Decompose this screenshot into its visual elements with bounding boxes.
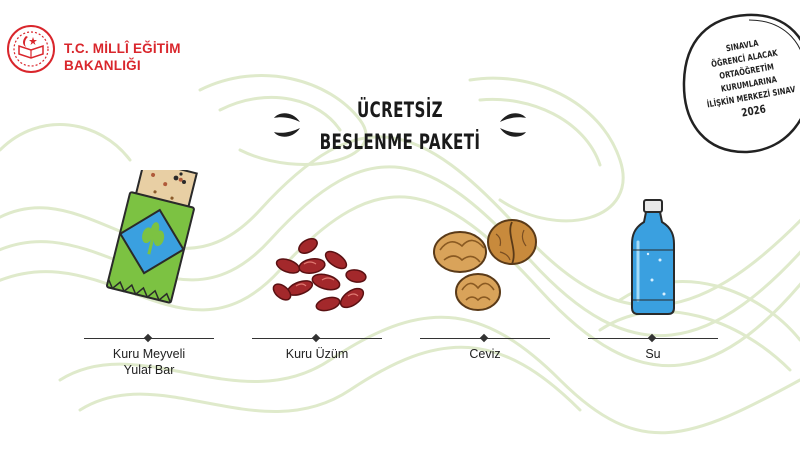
item-label: Ceviz: [420, 346, 550, 362]
item-raisins: Kuru Üzüm: [252, 170, 382, 390]
item-label: Kuru Meyveli Yulaf Bar: [84, 346, 214, 378]
raisins-icon: [272, 238, 367, 312]
water-bottle-icon: [631, 199, 675, 315]
ministry-name-line2: BAKANLIĞI: [64, 58, 141, 73]
leaf-right-top-icon: [500, 113, 526, 122]
item-label: Kuru Üzüm: [252, 346, 382, 362]
leaf-left-top-icon: [274, 113, 300, 122]
item-divider: [252, 333, 382, 343]
item-label-line1: Su: [645, 347, 661, 361]
item-label: Su: [588, 346, 718, 362]
oat-bar-icon: [106, 170, 198, 304]
item-oat-bar: Kuru Meyveli Yulaf Bar: [84, 170, 214, 390]
ministry-name: T.C. MİLLÎ EĞİTİM BAKANLIĞI: [64, 40, 181, 74]
exam-seal-badge: [682, 13, 800, 154]
title-line2: BESLENME PAKETİ: [319, 130, 481, 154]
item-walnut: Ceviz: [420, 170, 550, 390]
item-label-line1: Kuru Meyveli: [112, 347, 186, 361]
ministry-name-line1: T.C. MİLLÎ EĞİTİM: [64, 41, 181, 56]
leaf-right-bottom-icon: [500, 128, 526, 137]
item-divider: [588, 333, 718, 343]
walnut-icon: [433, 219, 537, 311]
item-water: Su: [588, 170, 718, 390]
item-divider: [420, 333, 550, 343]
leaf-left-bottom-icon: [274, 128, 300, 137]
meb-emblem-icon: [7, 25, 55, 73]
title-line1: ÜCRETSİZ: [356, 98, 444, 122]
item-label-line2: Yulaf Bar: [123, 363, 175, 377]
item-label-line1: Kuru Üzüm: [285, 347, 349, 361]
item-divider: [84, 333, 214, 343]
item-label-line1: Ceviz: [469, 347, 501, 361]
